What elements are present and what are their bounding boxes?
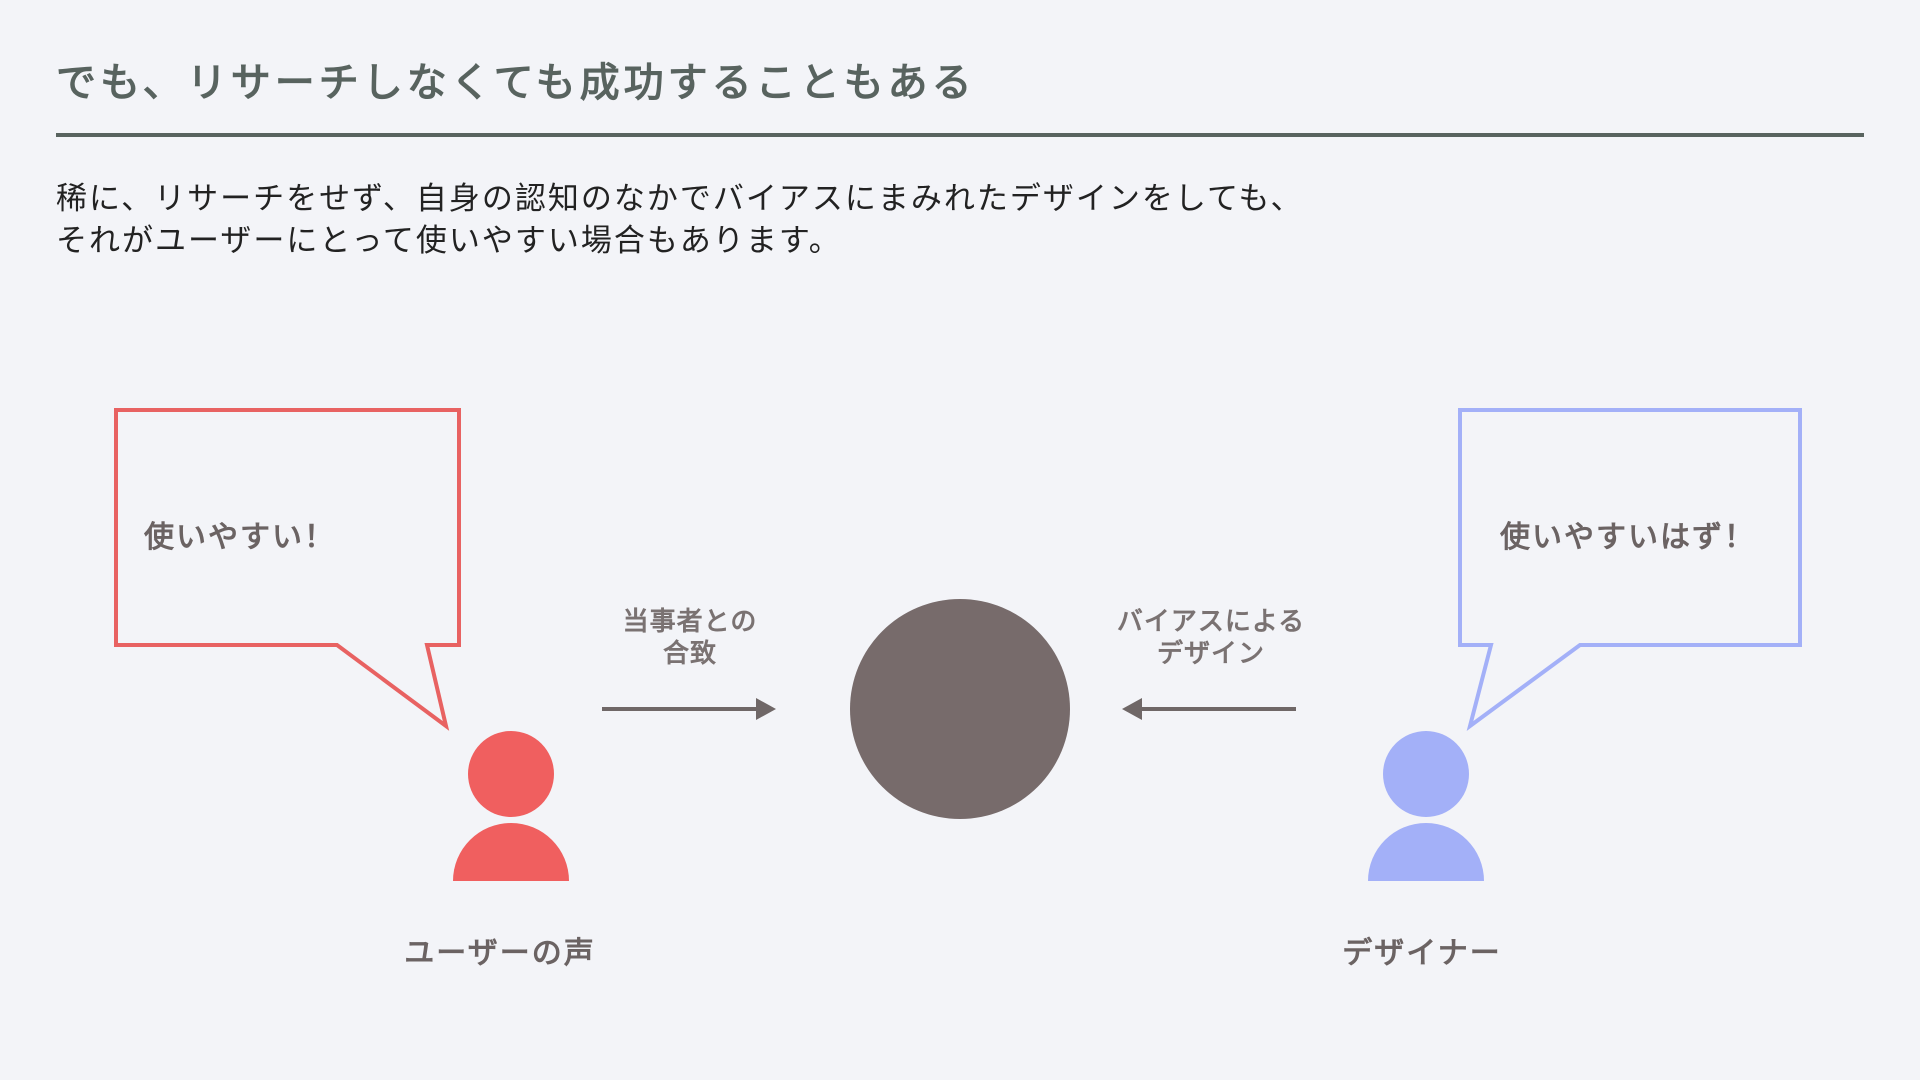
- right-arrow-label-line-2: デザイン: [1156, 639, 1265, 669]
- designer-person-icon: [1368, 731, 1484, 881]
- right-arrow-label-line-1: バイアスによる: [1116, 607, 1306, 637]
- designer-bubble-text: 使いやすいはず！: [1500, 520, 1756, 555]
- user-bubble-text: 使いやすい！: [144, 520, 336, 555]
- center-circle: [850, 599, 1070, 819]
- lead-line-1: 稀に、リサーチをせず、自身の認知のなかでバイアスにまみれたデザインをしても、: [56, 181, 1304, 217]
- arrow-right-icon: [602, 698, 776, 720]
- user-label: ユーザーの声: [404, 936, 596, 971]
- arrow-left-icon: [1122, 698, 1296, 720]
- designer-label: デザイナー: [1342, 936, 1502, 971]
- slide-title: でも、リサーチしなくても成功することもある: [56, 60, 976, 106]
- title-divider: [56, 133, 1864, 137]
- right-arrow-label: バイアスによる デザイン: [1096, 606, 1326, 670]
- speech-bubble-left: [114, 408, 461, 731]
- left-arrow-label-line-1: 当事者との: [622, 607, 758, 637]
- user-person-icon: [453, 731, 569, 881]
- left-arrow-label-line-2: 合致: [662, 639, 717, 669]
- left-arrow-label: 当事者との 合致: [590, 606, 790, 670]
- speech-bubble-right: [1458, 408, 1802, 731]
- lead-text: 稀に、リサーチをせず、自身の認知のなかでバイアスにまみれたデザインをしても、 そ…: [56, 178, 1304, 262]
- lead-line-2: それがユーザーにとって使いやすい場合もあります。: [56, 223, 842, 259]
